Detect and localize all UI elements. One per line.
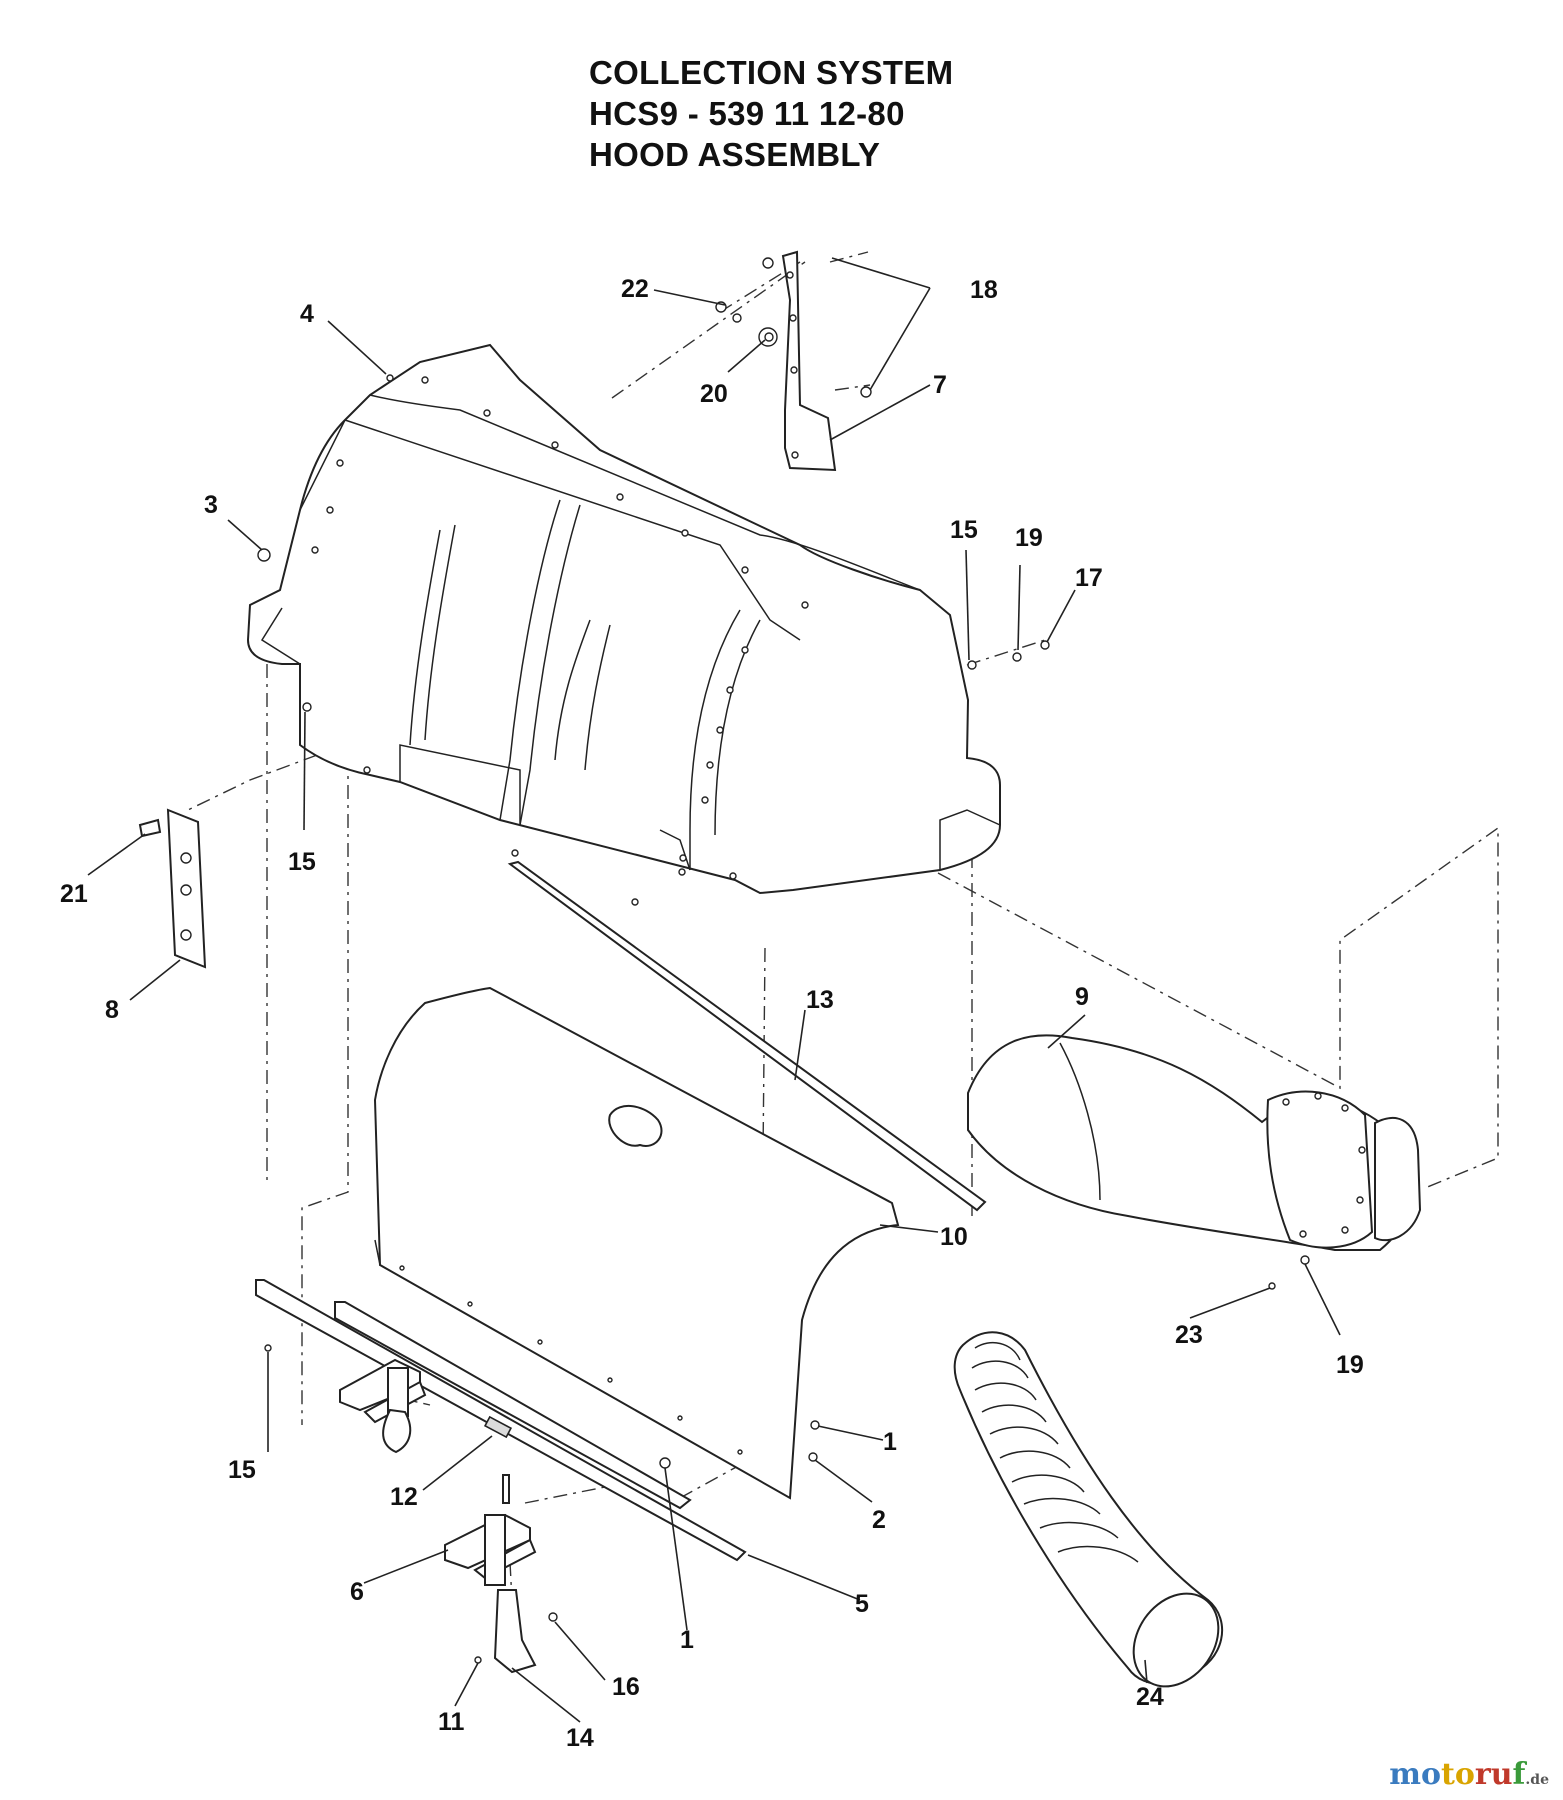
part-bottom-bar — [255, 1279, 747, 1562]
callout-19-top: 19 — [1015, 524, 1043, 552]
callout-8: 8 — [105, 996, 119, 1024]
title-line-2: HCS9 - 539 11 12-80 — [589, 95, 905, 132]
callout-5: 5 — [855, 1590, 869, 1618]
title-line-1: COLLECTION SYSTEM — [589, 54, 954, 91]
callout-labels: 4 22 18 20 7 3 15 19 17 15 21 8 9 13 10 … — [60, 275, 1364, 1752]
callout-23: 23 — [1175, 1321, 1203, 1349]
callout-17: 17 — [1075, 564, 1103, 592]
part-hood — [246, 343, 1001, 895]
part-side-plate — [166, 808, 207, 969]
callout-19-bottom: 19 — [1336, 1351, 1364, 1379]
part-strip — [507, 860, 987, 1212]
callout-12: 12 — [390, 1483, 418, 1511]
callout-13: 13 — [806, 986, 834, 1014]
title-line-3: HOOD ASSEMBLY — [589, 136, 881, 173]
part-chute-panel — [373, 986, 900, 1500]
callout-6: 6 — [350, 1578, 364, 1606]
callout-11: 11 — [438, 1708, 465, 1736]
callout-22: 22 — [621, 275, 649, 303]
callout-14: 14 — [566, 1724, 594, 1752]
part-elbow-pipe — [967, 1034, 1422, 1251]
leader-lines — [87, 257, 1341, 1723]
callout-15-bottom: 15 — [228, 1456, 256, 1484]
callout-16: 16 — [612, 1673, 640, 1701]
callout-7: 7 — [933, 371, 947, 399]
callout-3: 3 — [204, 491, 218, 519]
callout-15-top: 15 — [950, 516, 978, 544]
part-decal — [483, 1415, 513, 1439]
callout-1-right: 1 — [883, 1428, 897, 1456]
diagram-title: COLLECTION SYSTEM HCS9 - 539 11 12-80 HO… — [589, 52, 953, 175]
callout-15-left: 15 — [288, 848, 316, 876]
part-hose — [953, 1331, 1224, 1688]
callout-18: 18 — [970, 276, 998, 304]
motoruf-watermark: motoruf.de — [1389, 1757, 1549, 1792]
callout-20: 20 — [700, 380, 728, 408]
callout-24: 24 — [1136, 1683, 1164, 1711]
callout-4: 4 — [300, 300, 314, 328]
callout-1-bottom: 1 — [680, 1626, 694, 1654]
callout-9: 9 — [1075, 983, 1089, 1011]
callout-21: 21 — [60, 880, 88, 908]
part-latch-bracket — [339, 1358, 537, 1674]
callout-10: 10 — [940, 1223, 968, 1251]
part-top-bracket — [781, 250, 837, 472]
callout-2: 2 — [872, 1506, 886, 1534]
